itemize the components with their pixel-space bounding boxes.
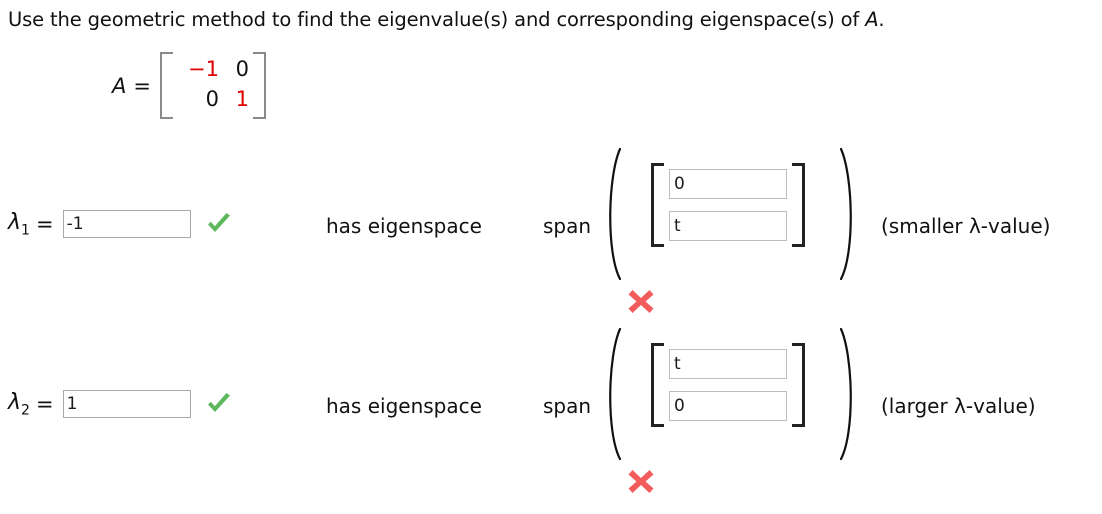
vector-1-inputs [664,163,792,247]
question-prompt: Use the geometric method to find the eig… [8,8,885,31]
red-x-icon [626,287,656,315]
red-x-icon [626,467,656,495]
lambda-2-label: λ2 [8,390,30,418]
lambda-2-symbol: λ [8,390,22,415]
matrix-cell-r2c1: 0 [205,86,219,111]
lambda-1-value-note: (smaller λ-value) [881,214,1051,238]
eigenvector-1-component-1-input[interactable] [669,169,787,199]
span-right-parenthesis-1 [835,146,861,282]
vector-2-right-bracket [792,343,805,427]
matrix-right-bracket [252,52,266,120]
span-label-1: span [543,214,592,238]
lambda-1-equals-sign: = [35,212,54,237]
vector-1-right-bracket [792,163,805,247]
span-label-2: span [543,394,592,418]
eigenvector-1 [651,163,805,247]
lambda-2-value-note: (larger λ-value) [881,394,1036,418]
has-eigenspace-label-1: has eigenspace [326,214,482,238]
span-left-parenthesis-1 [600,146,626,282]
lambda-1-subscript: 1 [21,222,30,239]
lambda-2-subscript: 2 [21,402,30,419]
lambda-1-group: λ1 = [8,210,234,238]
lambda-2-group: λ2 = [8,390,234,418]
green-check-icon [204,391,234,417]
question-variable: A [865,8,879,31]
eigenvector-2-component-1-input[interactable] [669,349,787,379]
eigenvalue-row-2: λ2 = has eigenspace span (larger λ [0,327,1102,500]
matrix-grid: −1 0 0 1 [173,52,253,119]
eigenvalue-2-input[interactable] [62,390,191,419]
matrix-label: A [112,73,127,98]
span-right-parenthesis-2 [835,326,861,462]
vector-2-left-bracket [651,343,664,427]
matrix-equals-sign: = [133,73,151,98]
eigenvalue-1-input[interactable] [62,210,191,239]
matrix-left-bracket [159,52,173,120]
lambda-1-symbol: λ [8,210,22,235]
vector-2-inputs [664,343,792,427]
span-left-parenthesis-2 [600,326,626,462]
eigenvalue-row-1: λ1 = has eigenspace span (smaller [0,147,1102,320]
vector-1-left-bracket [651,163,664,247]
has-eigenspace-label-2: has eigenspace [326,394,482,418]
matrix-cell-r1c1: −1 [188,57,219,81]
lambda-1-label: λ1 [8,210,30,238]
eigenvector-2-component-2-input[interactable] [669,391,787,421]
eigenvector-2 [651,343,805,427]
matrix-cell-r1c2: 0 [235,57,249,81]
lambda-2-equals-sign: = [35,392,54,417]
green-check-icon [204,211,234,237]
matrix-cell-r2c2: 1 [235,86,249,111]
matrix-definition: A = −1 0 0 1 [112,52,266,120]
eigenvector-1-component-2-input[interactable] [669,211,787,241]
question-text-part-2: . [878,8,885,31]
question-text-part-1: Use the geometric method to find the eig… [8,8,866,31]
